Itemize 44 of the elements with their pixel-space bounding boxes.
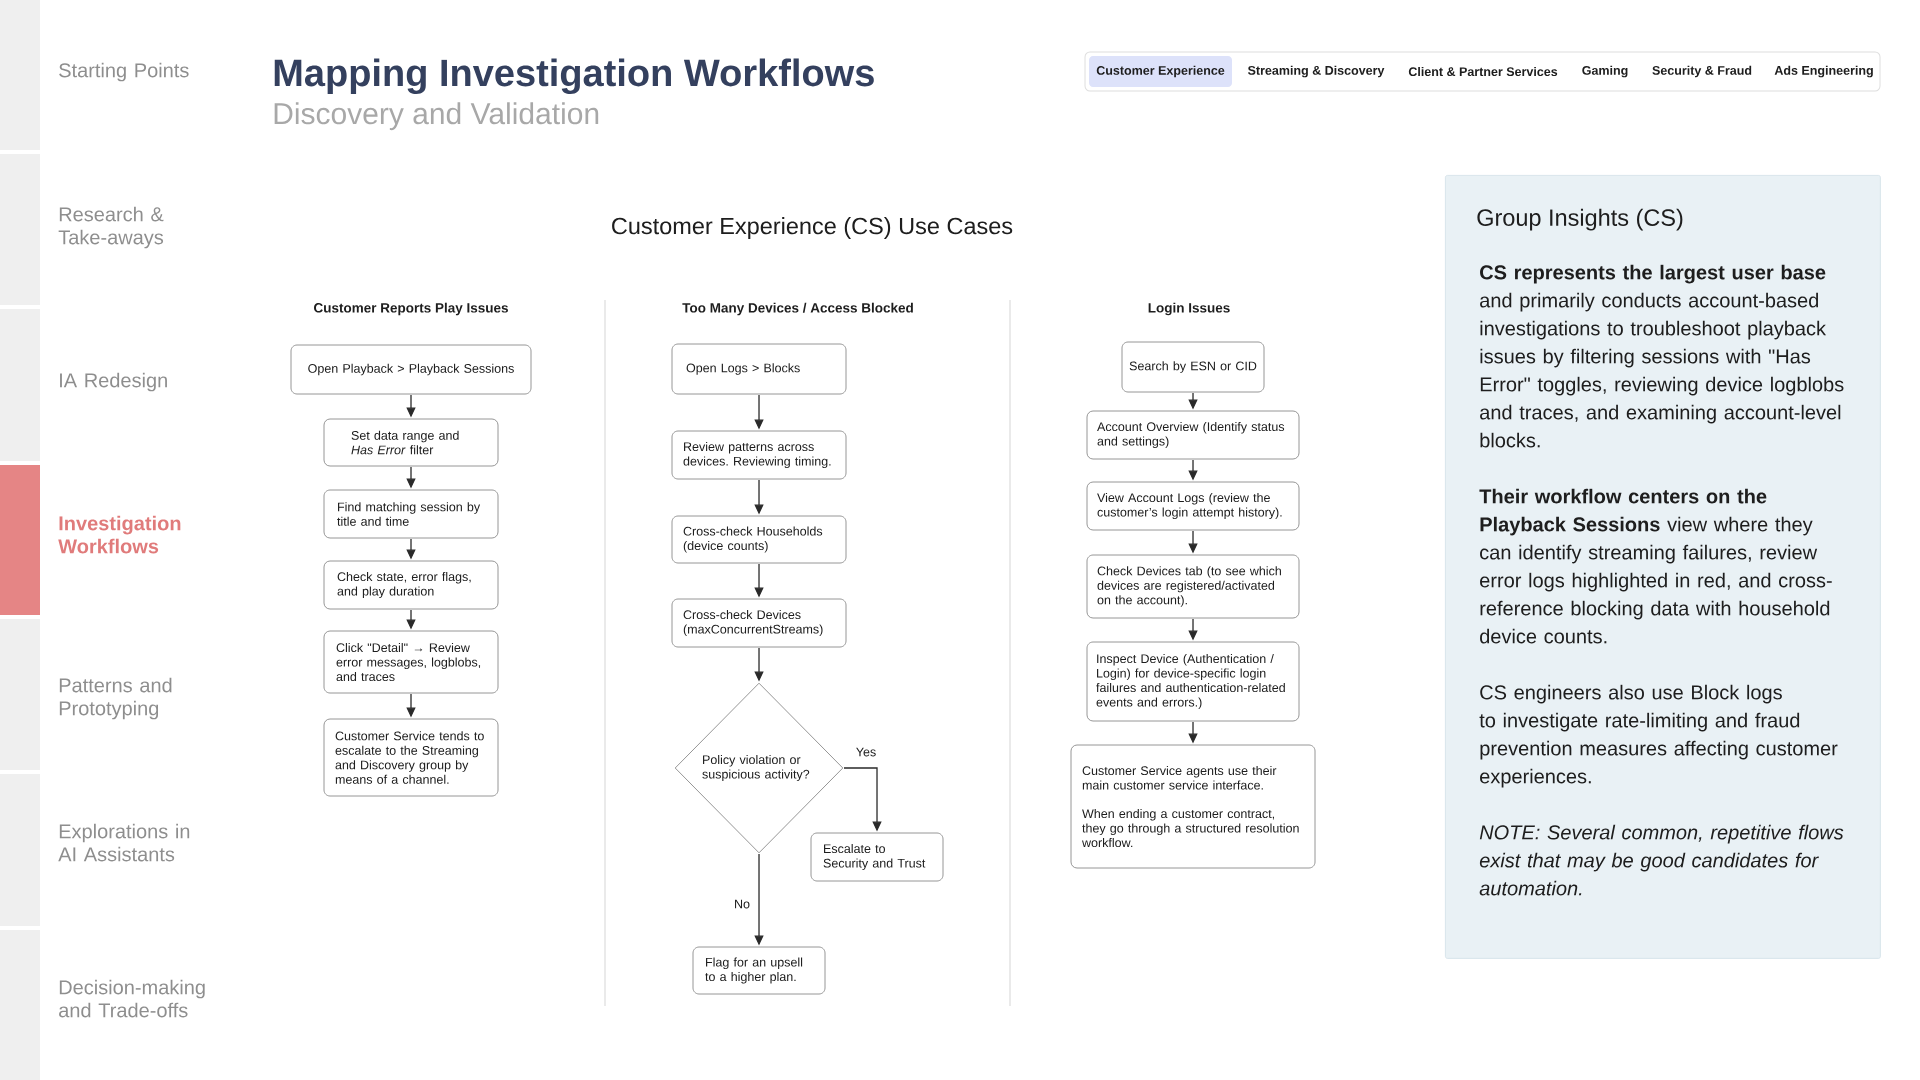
process-box: View Account Logs (review the customer’s login attempt history). xyxy=(1086,481,1300,531)
process-box: Open Logs > Blocks xyxy=(671,343,847,395)
nav-item: Research & Take-aways xyxy=(0,154,164,305)
process-box: Search by ESN or CID xyxy=(1121,341,1265,393)
title: Mapping Investigation Workflows xyxy=(274,58,874,95)
selected-tab: Customer Experience xyxy=(1089,56,1232,87)
process-box: Set data range and Has Error filter xyxy=(323,418,499,467)
process-box: Click "Detail" → Review error messages, logblobs, and traces xyxy=(323,630,499,694)
process-box: Review patterns across devices. Reviewing timing. xyxy=(671,430,847,480)
process-box: Account Overview (Identify status and settings) xyxy=(1086,410,1300,460)
process-box: Cross-check Households (device counts) xyxy=(671,515,847,564)
nav-item: IA Redesign xyxy=(0,309,167,461)
nav-item: Starting Points xyxy=(0,0,189,150)
process-box: Customer Service agents use their main customer service interface. When ending a customer contract, they go through a structured resolution workflow. xyxy=(1070,744,1316,869)
paragraph: CS represents the largest user base and primarily conducts account-based investigations to troubleshoot playback issues by filtering sessions with "Has Error" toggles, reviewing device logblobs and traces, and examining account-level blocks. xyxy=(1480,264,1844,448)
column-heading: Customer Reports Play Issues xyxy=(314,302,508,316)
process-box: Cross-check Devices (maxConcurrentStreams) xyxy=(671,598,847,648)
column-heading: Login Issues xyxy=(1148,302,1230,316)
nav-item: Investigation Workflows xyxy=(0,465,181,615)
paragraph: CS engineers also use Block logs to investigate rate-limiting and fraud prevention measures affecting customer experiences. xyxy=(1479,684,1838,788)
edge-label: No xyxy=(732,898,752,910)
tab-label: Client & Partner Services xyxy=(1408,66,1558,77)
subtitle: Discovery and Validation xyxy=(274,102,599,131)
nav-item: Patterns and Prototyping xyxy=(0,619,172,770)
tab-label: Ads Engineering xyxy=(1774,65,1873,78)
tab-label: Security & Fraud xyxy=(1652,65,1752,78)
process-box: Check state, error flags, and play duration xyxy=(323,560,499,610)
tab-label: Streaming & Discovery xyxy=(1247,65,1385,78)
tab-label: Gaming xyxy=(1582,65,1628,78)
edge-label: Yes xyxy=(854,746,878,758)
panel-heading: Group Insights (CS) xyxy=(1477,208,1683,231)
process-box: Flag for an upsell to a higher plan. xyxy=(692,946,826,995)
section-heading: Customer Experience (CS) Use Cases xyxy=(612,217,1013,239)
nav-item: Explorations in AI Assistants xyxy=(0,774,190,926)
process-box: Customer Service tends to escalate to the Streaming and Discovery group by means of a channel. xyxy=(323,718,499,797)
nav-item: Decision-making and Trade-offs xyxy=(0,930,205,1080)
column-heading: Too Many Devices / Access Blocked xyxy=(682,302,913,316)
process-box: Escalate to Security and Trust xyxy=(810,832,944,882)
process-box: Check Devices tab (to see which devices are registered/activated on the account). xyxy=(1086,554,1300,619)
process-box: Open Playback > Playback Sessions xyxy=(290,344,532,395)
process-box: Inspect Device (Authentication / Login) for device-specific login failures and authentication-related events and errors.) xyxy=(1086,641,1300,722)
process-box: Find matching session by title and time xyxy=(323,489,499,539)
note-text: NOTE: Several common, repetitive flows exist that may be good candidates for automation. xyxy=(1479,824,1844,896)
paragraph: Their workflow centers on the Playback Sessions view where they can identify streaming failures, review error logs highlighted in red, and cross-reference blocking data with household device counts. xyxy=(1479,488,1832,644)
